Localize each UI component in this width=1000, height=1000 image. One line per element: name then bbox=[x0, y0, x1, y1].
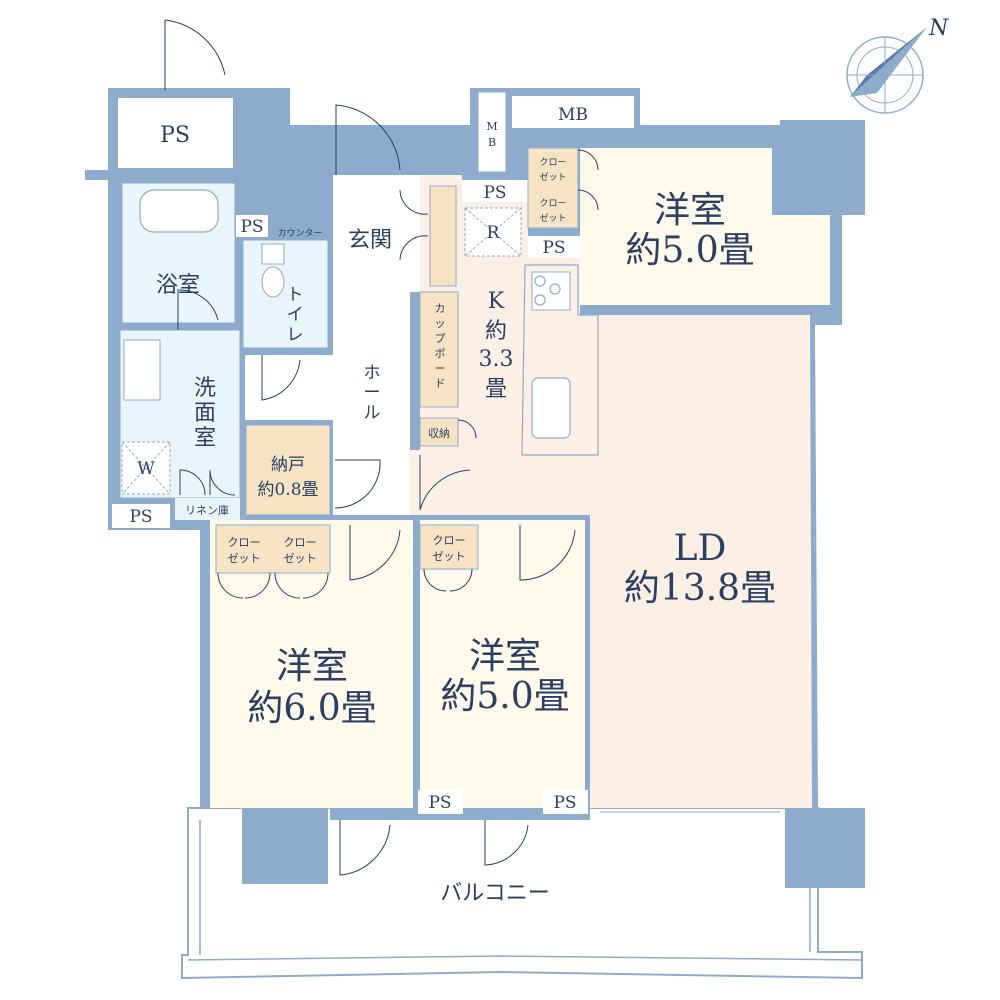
label-closet-ne-1b: ゼット bbox=[539, 171, 566, 183]
label-cupboard-6: ド bbox=[435, 377, 446, 390]
compass-needle-shade-icon bbox=[850, 27, 927, 97]
label-closet-s-a: クロー bbox=[433, 534, 466, 547]
label-closet-sw-1b: ゼット bbox=[228, 552, 261, 565]
label-mb: MB bbox=[558, 105, 588, 125]
compass-north-label: N bbox=[928, 16, 949, 41]
room-size-storage: 約0.8畳 bbox=[257, 480, 318, 500]
label-mb-vertical-2: B bbox=[488, 136, 496, 149]
column-sw bbox=[242, 808, 328, 884]
label-mb-vertical-1: M bbox=[486, 120, 497, 133]
label-closet-s-b: ゼット bbox=[433, 550, 466, 563]
room-name-washroom-3: 室 bbox=[194, 426, 216, 451]
label-closet-sw-2a: クロー bbox=[284, 536, 317, 549]
room-size-kitchen-2: 3.3 bbox=[479, 347, 514, 372]
label-closet-sw-2b: ゼット bbox=[284, 552, 317, 565]
room-name-kitchen: K bbox=[488, 289, 505, 314]
room-size-western-s: 約5.0畳 bbox=[440, 676, 569, 717]
room-name-entrance: 玄関 bbox=[348, 228, 392, 253]
room-name-hall-1: ホ bbox=[364, 363, 381, 383]
label-closet-ne-2b: ゼット bbox=[539, 212, 566, 224]
label-cupboard-1: カ bbox=[435, 302, 446, 315]
room-size-western-sw: 約6.0畳 bbox=[247, 688, 376, 729]
label-shuno: 収納 bbox=[428, 427, 450, 440]
room-name-toilet-2: イ bbox=[287, 305, 304, 325]
room-name-western-ne: 洋室 bbox=[654, 190, 726, 231]
label-ps-toilet: PS bbox=[240, 217, 263, 237]
room-name-hall-2: ー bbox=[364, 383, 381, 403]
label-ps-top-left: PS bbox=[160, 123, 190, 148]
room-name-washroom-1: 洗 bbox=[194, 376, 216, 401]
label-closet-ne-1a: クロー bbox=[539, 157, 566, 168]
label-cupboard-2: ッ bbox=[435, 317, 446, 330]
label-closet-ne-2a: クロー bbox=[539, 198, 566, 209]
label-ps-entrance: PS bbox=[483, 183, 506, 203]
label-cupboard-4: ボ bbox=[435, 347, 446, 360]
compass: N bbox=[846, 16, 949, 114]
label-linen: リネン庫 bbox=[185, 503, 229, 517]
room-name-bath: 浴室 bbox=[156, 273, 200, 298]
room-size-kitchen-1: 約 bbox=[485, 319, 507, 344]
label-cupboard-5: ー bbox=[435, 362, 446, 375]
label-counter: カウンター bbox=[277, 228, 322, 239]
label-closet-sw-1a: クロー bbox=[228, 536, 261, 549]
room-name-western-sw: 洋室 bbox=[276, 646, 348, 687]
label-cupboard-3: プ bbox=[435, 332, 446, 345]
label-ps-kitchen: PS bbox=[542, 238, 565, 258]
room-name-washroom-2: 面 bbox=[194, 401, 216, 426]
room-size-ld: 約13.8畳 bbox=[624, 568, 776, 609]
room-size-western-ne: 約5.0畳 bbox=[625, 230, 754, 271]
room-size-kitchen-3: 畳 bbox=[485, 377, 507, 402]
door-swings bbox=[164, 19, 599, 876]
label-washer-w: W bbox=[137, 459, 155, 479]
label-ps-bottom-1: PS bbox=[428, 793, 451, 813]
label-ps-bottom-2: PS bbox=[553, 793, 576, 813]
room-name-western-s: 洋室 bbox=[469, 636, 541, 677]
room-name-ld: LD bbox=[674, 528, 727, 569]
column-se bbox=[785, 808, 865, 888]
room-name-storage: 納戸 bbox=[271, 455, 305, 475]
room-name-toilet-3: レ bbox=[287, 325, 304, 345]
label-refrigerator-r: R bbox=[487, 223, 501, 243]
room-name-balcony: バルコニー bbox=[440, 881, 550, 906]
room-name-toilet-1: ト bbox=[287, 285, 304, 305]
room-name-hall-3: ル bbox=[364, 403, 381, 423]
label-ps-bottom-left: PS bbox=[129, 507, 152, 527]
